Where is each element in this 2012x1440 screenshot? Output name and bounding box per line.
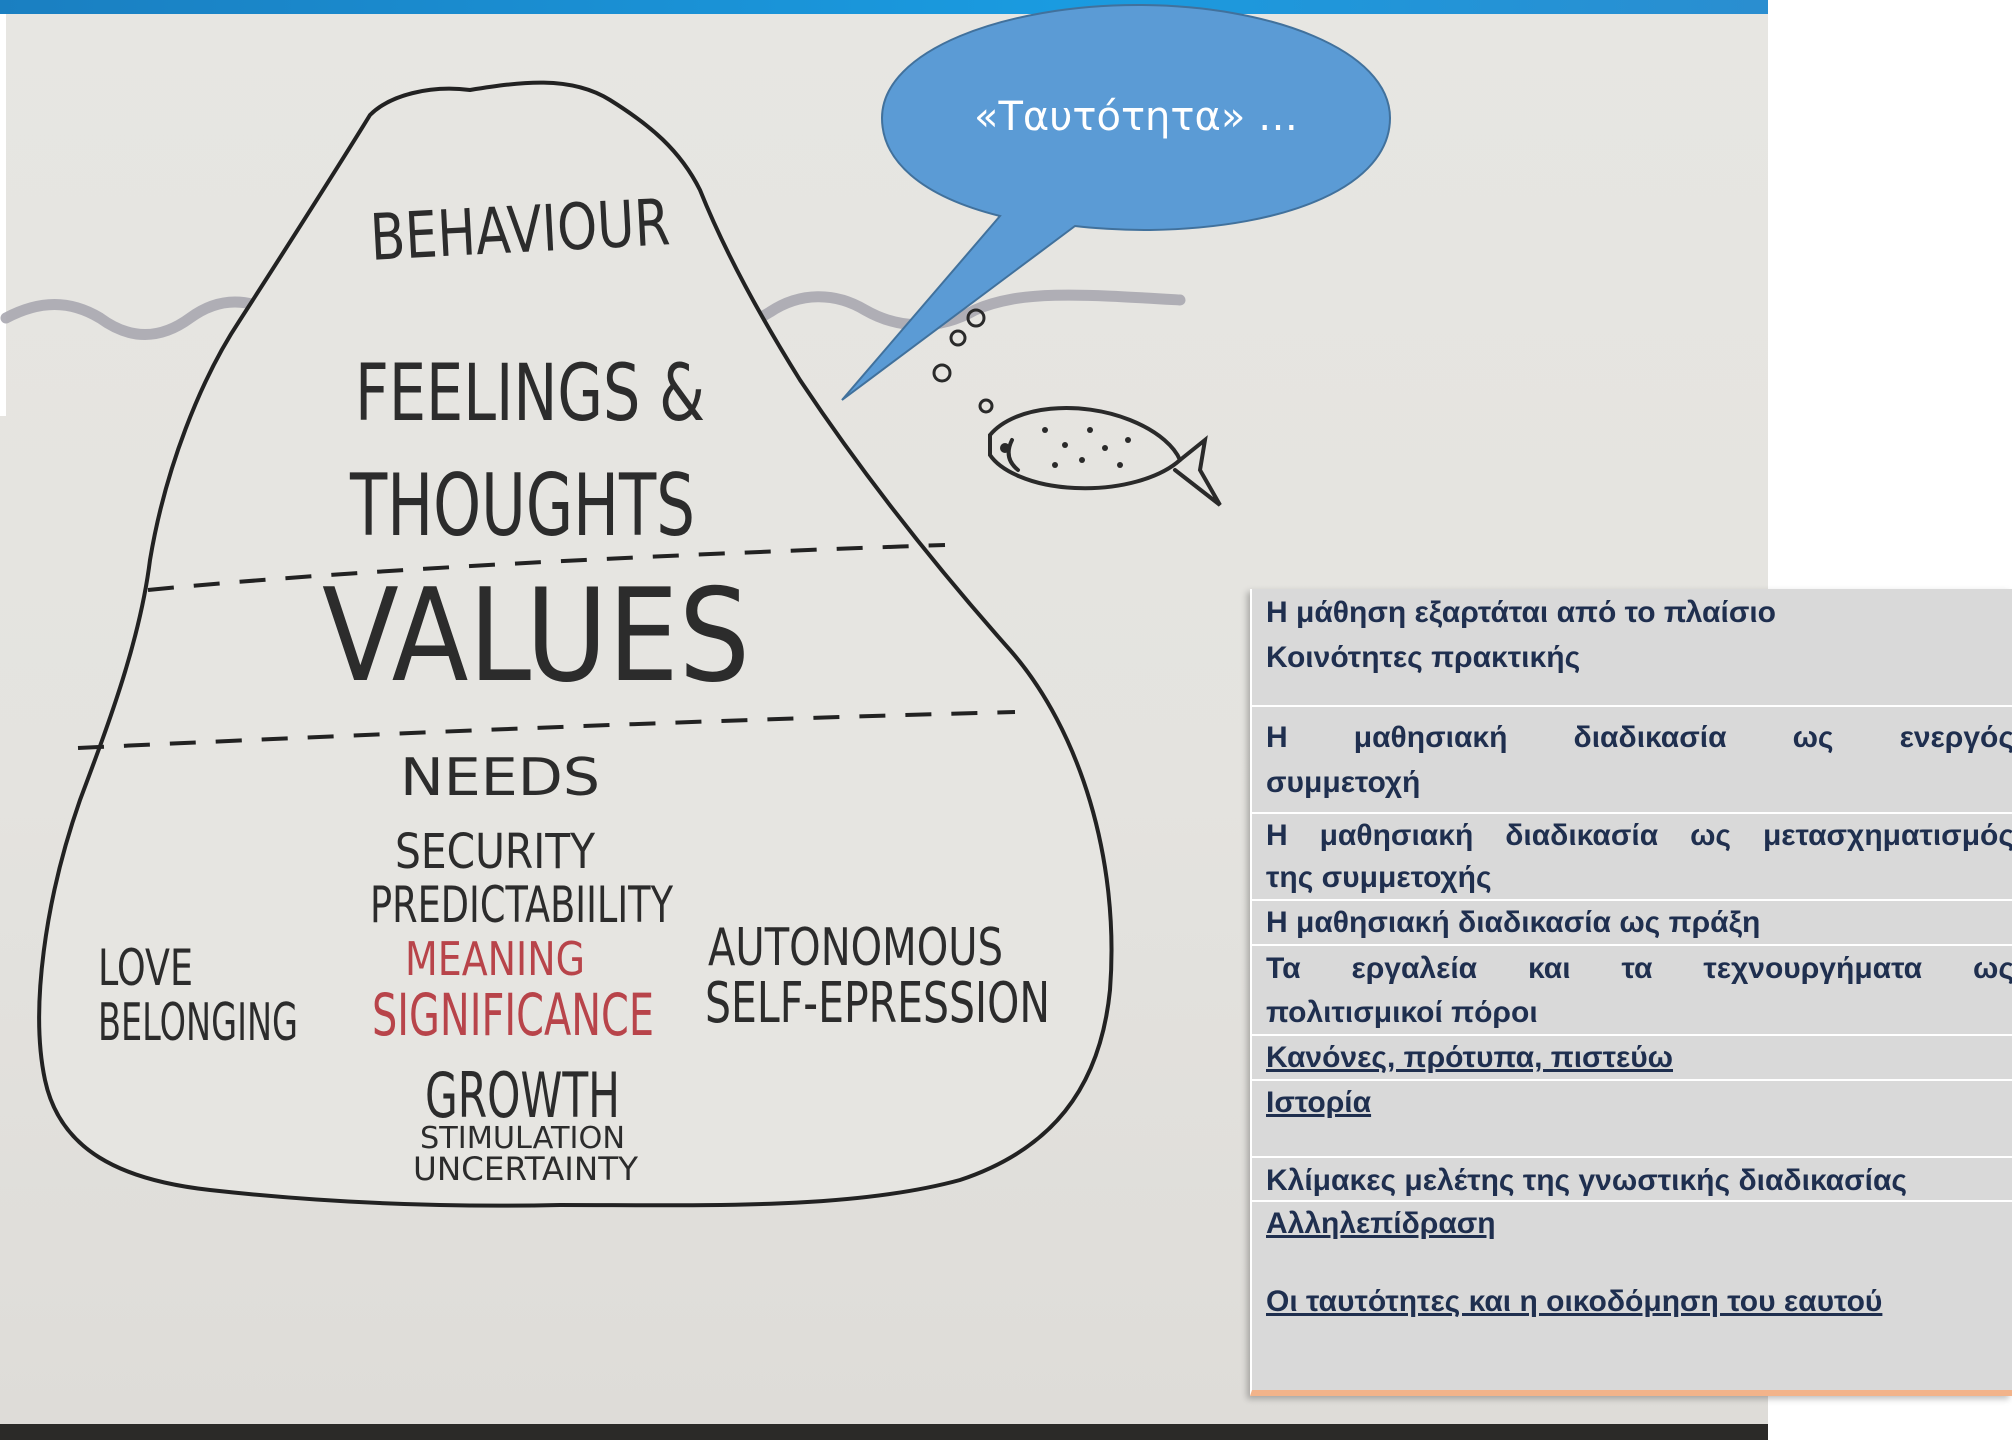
topic-justified-line: Τα εργαλεία και τα τεχνουργήματα ως <box>1266 946 2012 991</box>
significance-label: SIGNIFICANCE <box>372 981 654 1049</box>
needs-label: NEEDS <box>400 748 600 808</box>
topic-justified-line: Η μαθησιακή διαδικασία ως μετασχηματισμό… <box>1266 814 2012 857</box>
edge-patch <box>0 14 6 416</box>
table-row: Κανόνες, πρότυπα, πιστεύω <box>1252 1034 2012 1079</box>
topic-justified-line: Η μαθησιακή διαδικασία ως ενεργός <box>1266 715 2012 760</box>
iceberg-diagram: «Ταυτότητα» … BEHAVIOUR FEELINGS & THOUG… <box>0 3 1392 1208</box>
word: τα <box>1621 952 1653 985</box>
needs-divider <box>77 710 1016 750</box>
topic-text: συμμετοχή <box>1266 766 1421 799</box>
values-divider <box>147 543 946 592</box>
belonging-label: BELONGING <box>98 993 298 1053</box>
word: Τα <box>1266 952 1301 985</box>
fish-icon <box>988 406 1222 507</box>
table-row: Οι ταυτότητες και η οικοδόμηση του εαυτο… <box>1252 1277 2012 1390</box>
table-row: Τα εργαλεία και τα τεχνουργήματα ως πολι… <box>1252 944 2012 1034</box>
word: ως <box>1690 819 1732 852</box>
security-label: SECURITY <box>395 824 596 880</box>
feelings-label: FEELINGS & <box>355 349 705 439</box>
table-row: Κλίμακες μελέτης της γνωστικής διαδικασί… <box>1252 1156 2012 1200</box>
word: ως <box>1792 721 1834 754</box>
behaviour-label: BEHAVIOUR <box>368 186 671 276</box>
topic-text: Η μάθηση εξαρτάται από το πλαίσιο <box>1266 596 1776 629</box>
topic-text: πολιτισμικοί πόροι <box>1266 996 1538 1029</box>
air-bubbles <box>932 308 994 414</box>
word: εργαλεία <box>1351 952 1478 985</box>
topic-link[interactable]: Κανόνες, πρότυπα, πιστεύω <box>1266 1041 1673 1074</box>
autonomous-label: AUTONOMOUS <box>708 918 1003 978</box>
iceberg-outline <box>37 80 1114 1208</box>
stimulation-label: STIMULATION <box>420 1121 625 1156</box>
meaning-label: MEANING <box>405 932 585 986</box>
table-row: Η μαθησιακή διαδικασία ως μετασχηματισμό… <box>1252 812 2012 899</box>
love-label: LOVE <box>98 939 193 997</box>
topic-text: Κοινότητες πρακτικής <box>1266 641 1581 674</box>
word: διαδικασία <box>1505 819 1659 852</box>
growth-label: GROWTH <box>425 1059 620 1132</box>
topic-text: της συμμετοχής <box>1266 861 1492 894</box>
word: τεχνουργήματα <box>1703 952 1923 985</box>
word: μαθησιακή <box>1353 721 1508 754</box>
bottom-frame-bar <box>0 1424 1768 1440</box>
predictability-label: PREDICTABIILITY <box>370 876 673 934</box>
bubble-text: «Ταυτότητα» … <box>974 94 1298 140</box>
topic-text: Κλίμακες μελέτης της γνωστικής διαδικασί… <box>1266 1164 1908 1197</box>
top-accent-band <box>0 0 1768 14</box>
topic-text: Η μαθησιακή διαδικασία ως πράξη <box>1266 906 1761 939</box>
table-row: Η μαθησιακή διαδικασία ως ενεργός συμμετ… <box>1252 705 2012 812</box>
uncertainty-label: UNCERTAINTY <box>413 1150 638 1188</box>
speech-bubble <box>841 3 1392 401</box>
topic-table: Η μάθηση εξαρτάται από το πλαίσιο Κοινότ… <box>1250 589 2012 1396</box>
word: και <box>1528 952 1571 985</box>
word: ενεργός <box>1899 721 2012 754</box>
table-row: Αλληλεπίδραση <box>1252 1200 2012 1277</box>
self-expression-label: SELF-EPRESSION <box>705 971 1050 1036</box>
values-label: VALUES <box>322 562 750 711</box>
table-row: Η μαθησιακή διαδικασία ως πράξη <box>1252 899 2012 944</box>
word: Η <box>1266 721 1288 754</box>
topic-link[interactable]: Αλληλεπίδραση <box>1266 1207 1496 1240</box>
word: μετασχηματισμός <box>1762 819 2012 852</box>
table-row: Ιστορία <box>1252 1079 2012 1156</box>
topic-link[interactable]: Οι ταυτότητες και η οικοδόμηση του εαυτο… <box>1266 1285 1883 1318</box>
word: Η <box>1266 819 1288 852</box>
word: ως <box>1973 952 2012 985</box>
word: διαδικασία <box>1573 721 1727 754</box>
table-row: Η μάθηση εξαρτάται από το πλαίσιο Κοινότ… <box>1252 589 2012 705</box>
topic-link[interactable]: Ιστορία <box>1266 1086 1372 1119</box>
word: μαθησιακή <box>1319 819 1474 852</box>
thoughts-label: THOUGHTS <box>349 456 695 556</box>
